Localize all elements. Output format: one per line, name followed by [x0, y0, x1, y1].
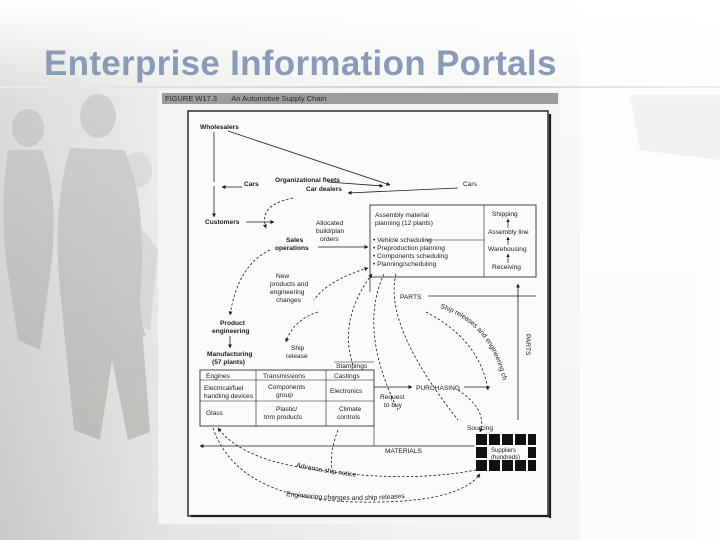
- bullet-planning-scheduling: • Planning/scheduling: [373, 261, 436, 268]
- node-sales-ops-line1: Sales: [286, 237, 304, 244]
- label-new-products-2: products and: [270, 281, 308, 288]
- bullet-components-scheduling: • Components scheduling: [373, 253, 448, 260]
- slide-title: Enterprise Information Portals: [44, 44, 557, 83]
- cell-electrical-1: Electrical/fuel: [204, 385, 244, 392]
- node-sourcing: Sourcing: [467, 425, 493, 432]
- cell-transmissions: Transmissions: [263, 373, 306, 380]
- node-customers: Customers: [205, 219, 240, 226]
- cell-castings: Castings: [334, 373, 360, 380]
- figure-caption-bar: FIGURE W17.3 An Automotive Supply Chain: [162, 93, 558, 104]
- assembly-box: [369, 204, 537, 278]
- label-new-products-1: New: [276, 273, 289, 280]
- label-ship-release-1: Ship: [291, 345, 305, 352]
- cell-plastics-2: trim products: [264, 414, 303, 421]
- label-allocated-2: build/plan: [316, 228, 345, 235]
- label-cars-left: Cars: [244, 181, 259, 188]
- node-organizational-fleets: Organizational fleets: [275, 177, 340, 184]
- cell-climate-2: controls: [337, 414, 361, 421]
- cell-plastics-1: Plastic/: [276, 406, 297, 413]
- supply-chain-diagram: Wholesalers Organizational fleets Cars C…: [158, 90, 552, 518]
- node-receiving: Receiving: [492, 264, 521, 271]
- suppliers-grid: [476, 434, 536, 471]
- label-request-2: to buy: [384, 402, 403, 409]
- label-allocated-3: orders: [320, 236, 339, 243]
- node-manufacturing-1: Manufacturing: [207, 351, 252, 358]
- label-new-products-4: changes: [276, 297, 302, 304]
- cell-electrical-2: handling devices: [204, 393, 254, 400]
- bullet-preproduction: • Preproduction planning: [373, 245, 445, 252]
- node-sales-ops-line2: operations: [275, 245, 309, 252]
- label-request-1: Request: [380, 394, 405, 401]
- title-divider: [0, 86, 720, 88]
- label-parts-top: PARTS: [400, 294, 422, 301]
- cell-glass: Glass: [206, 410, 224, 417]
- node-product-eng-2: engineering: [212, 328, 249, 335]
- node-suppliers-1: Suppliers: [491, 448, 516, 454]
- label-cars-right: Cars: [463, 181, 478, 188]
- manufacturing-table: [199, 361, 375, 427]
- label-materials: MATERIALS: [385, 448, 422, 455]
- cell-electronics: Electronics: [330, 388, 363, 395]
- cell-components-2: group: [276, 392, 293, 399]
- node-shipping: Shipping: [492, 211, 518, 218]
- label-engineering-changes-bottom: Engineering changes and ship releases: [286, 491, 406, 502]
- figure-label: FIGURE W17.3: [165, 94, 218, 103]
- node-assembly-line: Assembly line: [488, 229, 529, 236]
- figure-caption-title: An Automotive Supply Chain: [231, 94, 327, 103]
- label-parts-right: PARTS: [524, 334, 531, 356]
- node-manufacturing-2: (57 plants): [212, 359, 245, 366]
- cell-climate-1: Climate: [339, 406, 362, 413]
- cell-components-1: Components: [268, 384, 306, 391]
- label-new-products-3: engineering: [270, 289, 305, 296]
- cell-stampings: Stampings: [336, 363, 368, 370]
- node-wholesalers: Wholesalers: [200, 124, 239, 131]
- label-ship-release-2: release: [286, 353, 308, 360]
- node-suppliers-2: (hundreds): [491, 455, 520, 461]
- node-product-eng-1: Product: [220, 320, 246, 327]
- node-car-dealers: Car dealers: [306, 186, 342, 193]
- cell-engines: Engines: [206, 373, 231, 380]
- assembly-planning-1: Assembly material: [375, 212, 429, 219]
- node-warehousing: Warehousing: [488, 246, 527, 253]
- assembly-planning-2: planning (12 plants): [375, 220, 433, 227]
- node-purchasing: PURCHASING: [416, 385, 460, 392]
- bullet-vehicle-scheduling: • Vehicle scheduling: [373, 237, 432, 244]
- label-allocated-1: Allocated: [316, 220, 343, 227]
